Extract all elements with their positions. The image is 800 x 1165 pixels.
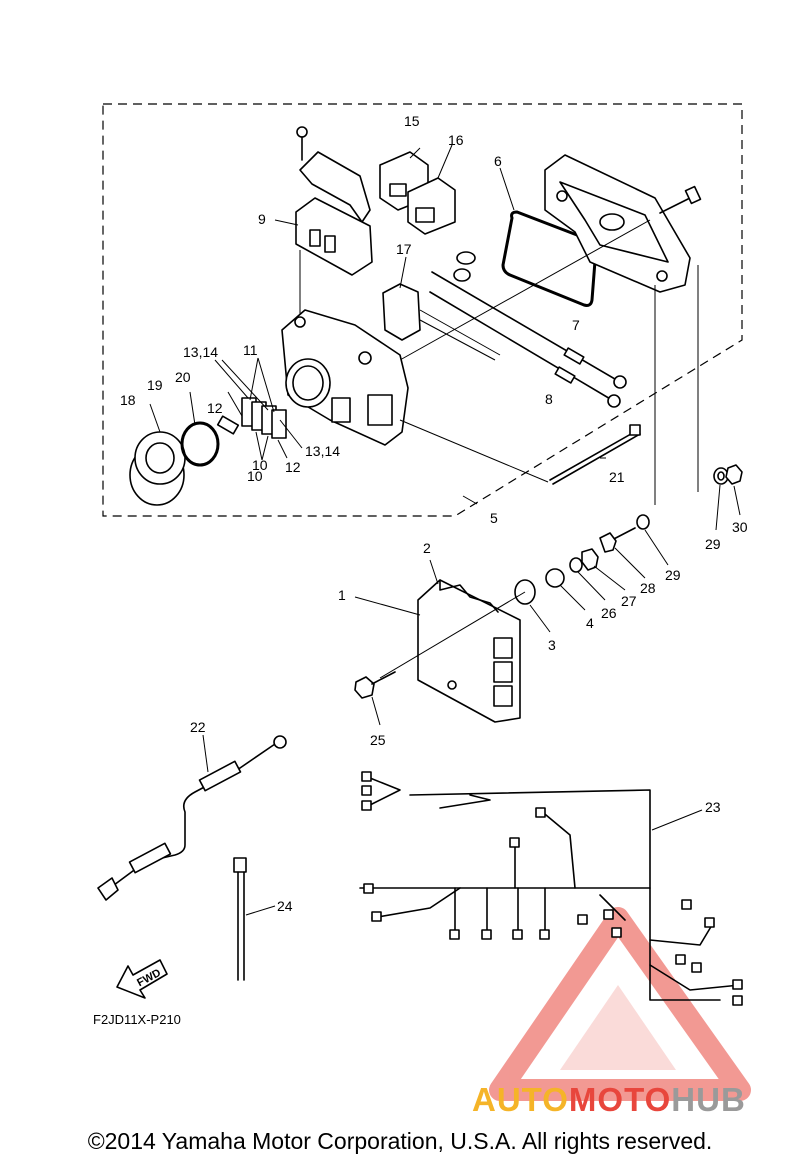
callout-label: 2 [423, 540, 431, 556]
callout-label: 12 [207, 400, 223, 416]
bolt-top-right [659, 185, 702, 214]
fuse-block-parts-10-14 [241, 397, 287, 439]
connector-part-17 [382, 283, 421, 341]
cable-lines [399, 219, 651, 361]
callout-label: 15 [404, 113, 420, 129]
wire-harness-part-23 [359, 771, 743, 1006]
callout-label: 4 [586, 615, 594, 631]
fwd-arrow-icon [116, 959, 168, 999]
leader-24 [245, 905, 276, 916]
watermark-moto: MOTO [568, 1081, 672, 1118]
callout-label: 17 [396, 241, 412, 257]
fwd-label: FWD [135, 967, 163, 989]
callout-label: 13,14 [305, 443, 340, 459]
callout-label: 12 [285, 459, 301, 475]
callout-label: 25 [370, 732, 386, 748]
callout-label: 18 [120, 392, 136, 408]
leader-22 [202, 734, 209, 773]
fittings [453, 251, 476, 282]
callout-label: 11 [243, 342, 258, 358]
callout-label: 13,14 [183, 344, 218, 360]
callout-label: 19 [147, 377, 163, 393]
cover-part-9 [295, 197, 373, 276]
callout-label: 23 [705, 799, 721, 815]
cable-tie-part-21 [549, 424, 641, 485]
lid-plate [544, 154, 691, 293]
connector-plugs [361, 771, 743, 1006]
callout-label: 10 [247, 468, 263, 484]
callout-label: 10 [252, 457, 268, 473]
ecu-part-1 [417, 579, 521, 723]
leader-21-box [399, 419, 549, 483]
electrical-box [281, 309, 409, 446]
callout-label: 5 [490, 510, 498, 526]
cable-tie-part-24 [233, 857, 247, 981]
relay-part-16 [407, 177, 456, 235]
callout-label: 16 [448, 132, 464, 148]
callout-label: 9 [258, 211, 266, 227]
callout-label: 22 [190, 719, 206, 735]
callout-label: 26 [601, 605, 617, 621]
rod-parts-7-8 [429, 271, 627, 408]
screw-top [296, 126, 308, 161]
callout-label: 6 [494, 153, 502, 169]
callout-label: 20 [175, 369, 191, 385]
mounting-hardware-3-4-26-29 [514, 514, 650, 605]
callout-label: 3 [548, 637, 556, 653]
o-ring-part-19 [180, 421, 220, 467]
watermark-brand: AUTOMOTOHUB [472, 1081, 746, 1119]
callout-label: 29 [705, 536, 721, 552]
washer-nut-29-30 [713, 464, 743, 485]
callout-labels: 1 2 3 4 5 6 7 8 9 10 10 11 12 12 13,14 1… [120, 113, 748, 914]
gasket-part-6 [501, 210, 598, 307]
callout-label: 27 [621, 593, 637, 609]
callout-label: 1 [338, 587, 346, 603]
figure-code: F2JD11X-P210 [93, 1012, 181, 1027]
watermark-hub: HUB [671, 1081, 746, 1118]
callout-label: 8 [545, 391, 553, 407]
leader-23 [651, 809, 703, 831]
fuse-part-20 [216, 415, 240, 435]
callout-label: 7 [572, 317, 580, 333]
leaders-upper [149, 144, 699, 505]
callout-label: 21 [609, 469, 625, 485]
cap-part-18 [129, 431, 186, 506]
callout-label: 24 [277, 898, 293, 914]
leaders-middle [354, 484, 741, 726]
callout-label: 30 [732, 519, 748, 535]
bolt-part-25 [354, 671, 396, 699]
watermark-auto: AUTO [472, 1081, 569, 1118]
callout-label: 28 [640, 580, 656, 596]
copyright-notice: ©2014 Yamaha Motor Corporation, U.S.A. A… [87, 1128, 713, 1154]
watermark-triangle-icon [489, 907, 751, 1101]
bracket [299, 151, 371, 223]
assembly-boundary [102, 103, 743, 517]
cable-part-22 [97, 735, 287, 901]
callout-label: 29 [665, 567, 681, 583]
